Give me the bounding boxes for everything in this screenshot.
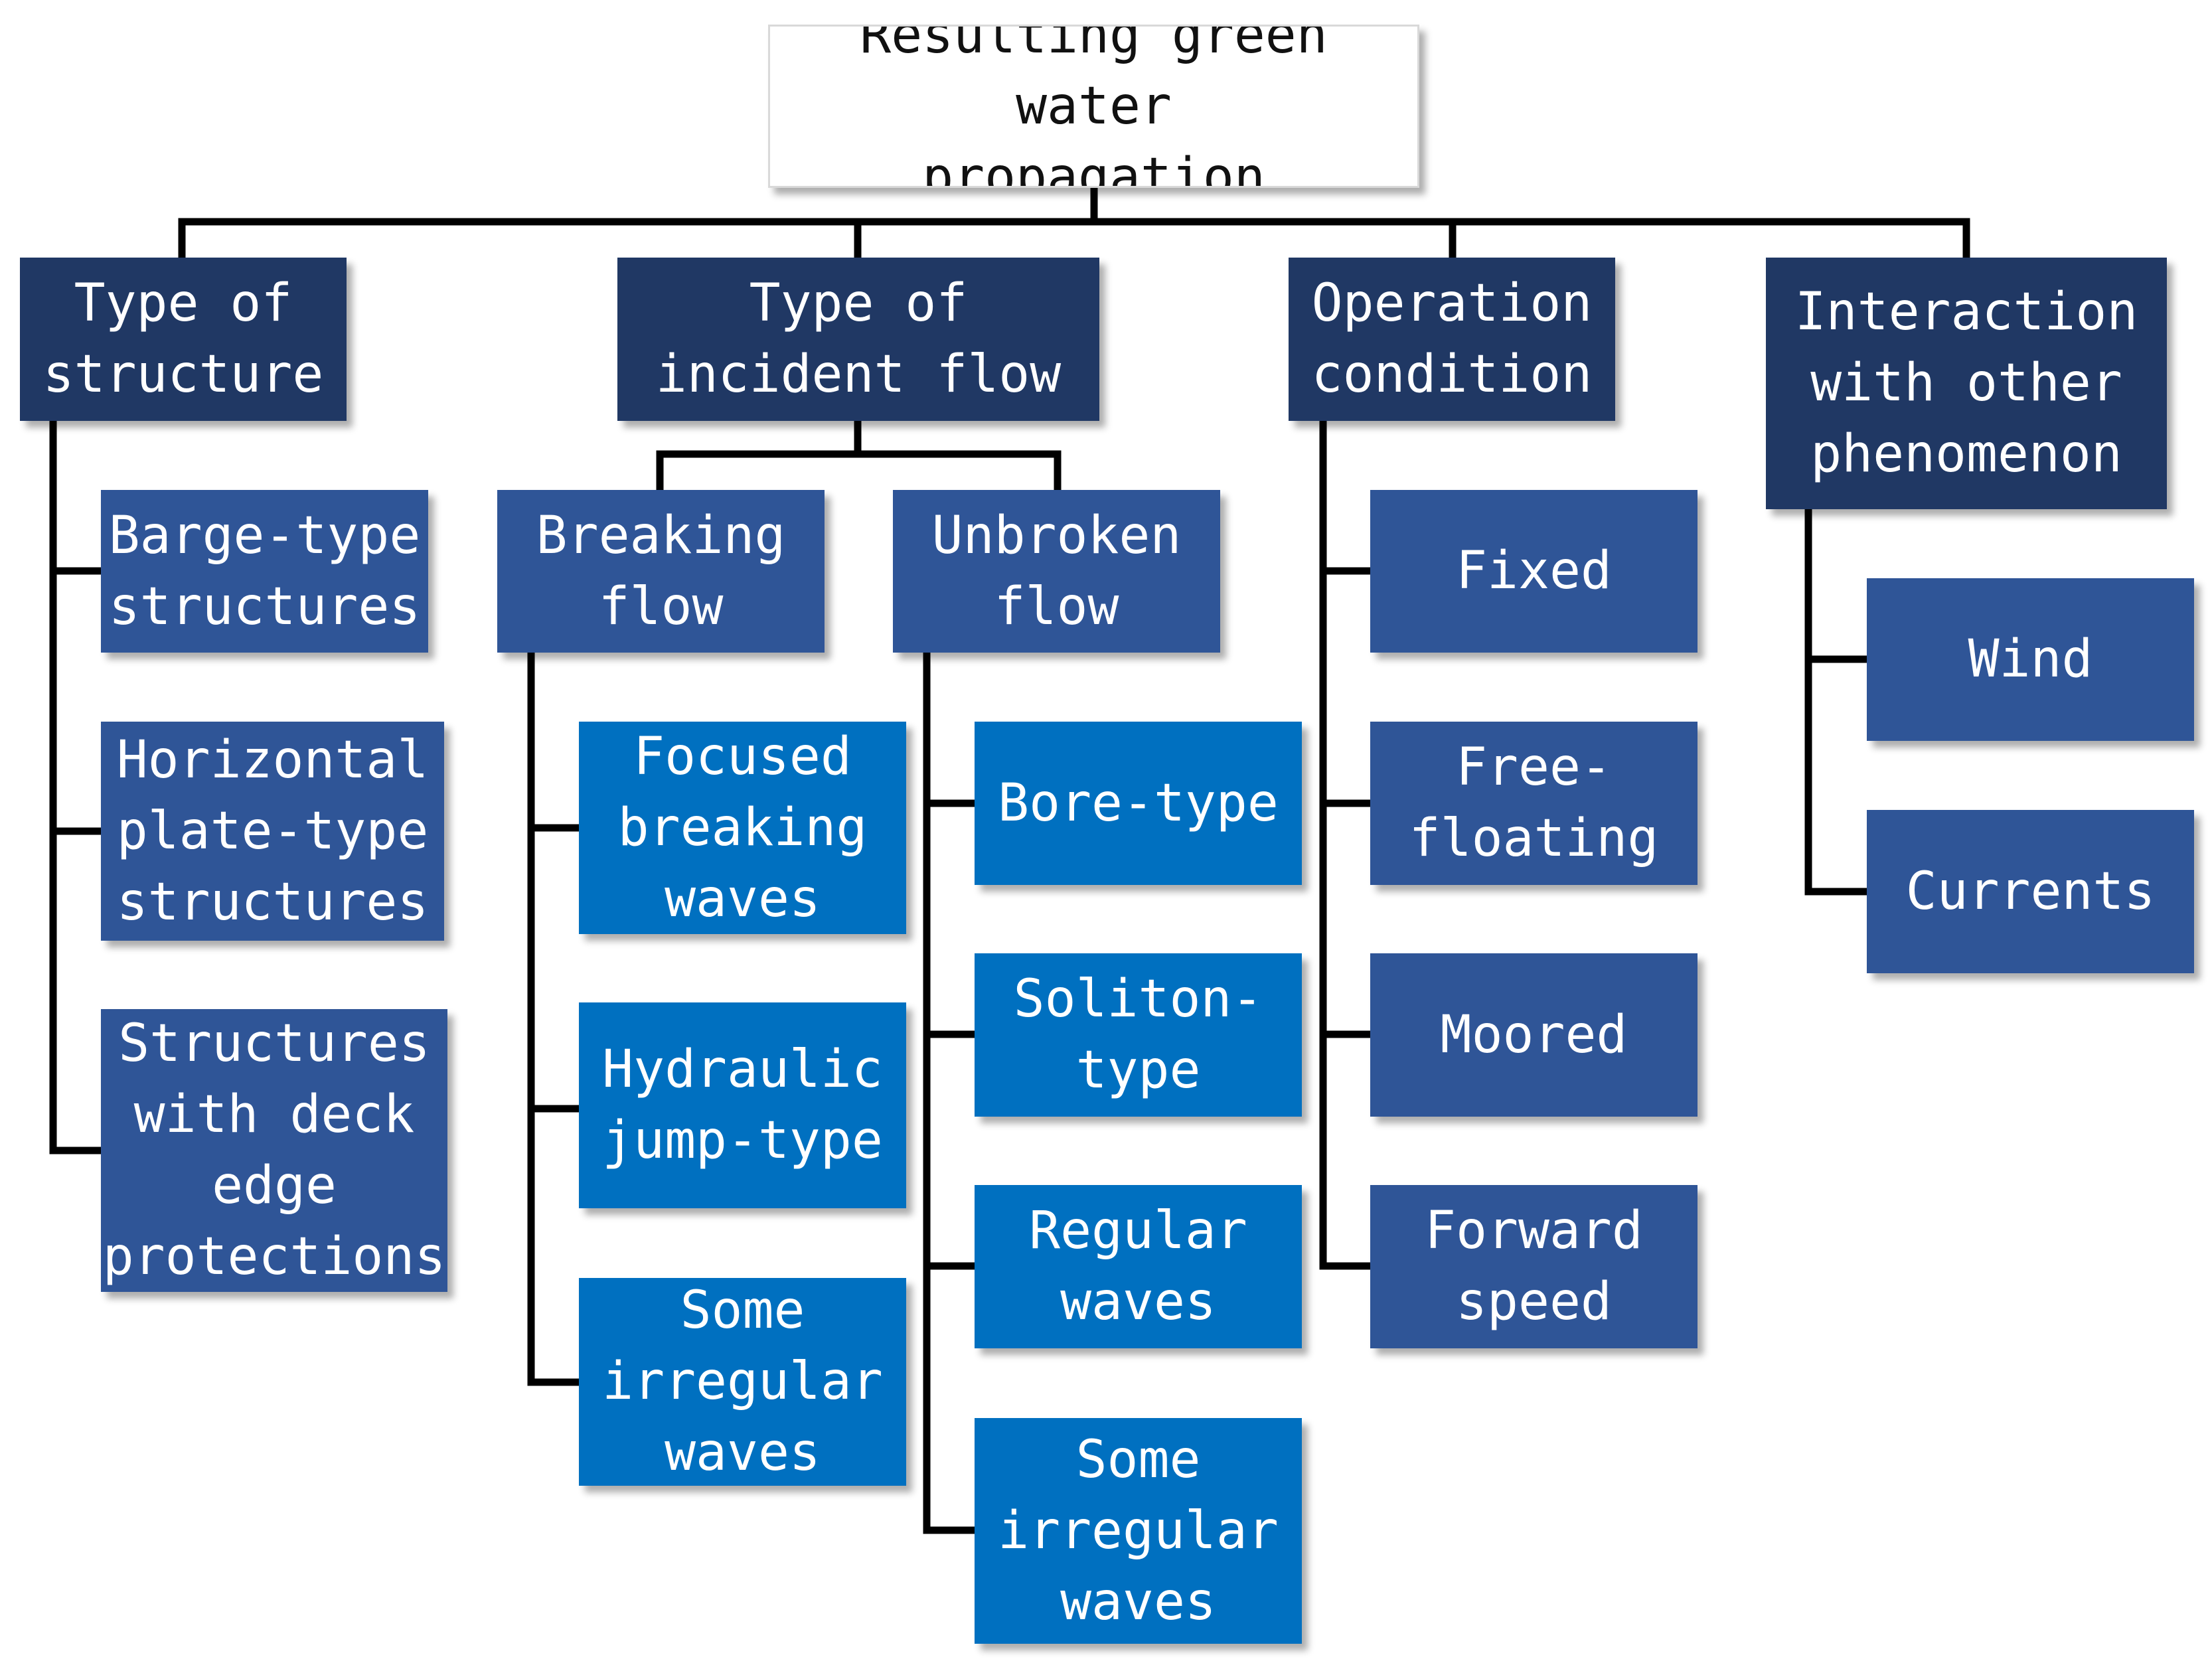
item-horizontal-plate-type-structures: Horizontal plate-type structures: [101, 722, 444, 941]
item-wind: Wind: [1867, 578, 2194, 741]
leaf-bore-type: Bore-type: [975, 722, 1302, 885]
category-type-of-incident-flow: Type of incident flow: [617, 258, 1099, 421]
leaf-breaking-some-irregular-waves: Some irregular waves: [579, 1278, 906, 1486]
category-interaction-with-other-phenomenon: Interaction with other phenomenon: [1766, 258, 2167, 509]
category-type-of-structure: Type of structure: [20, 258, 347, 421]
leaf-hydraulic-jump-type: Hydraulic jump-type: [579, 1002, 906, 1208]
item-free-floating: Free- floating: [1370, 722, 1698, 885]
item-barge-type-structures: Barge-type structures: [101, 490, 428, 653]
root-node: Resulting green water propagation: [768, 25, 1419, 188]
item-currents: Currents: [1867, 810, 2194, 973]
subgroup-unbroken-flow: Unbroken flow: [893, 490, 1220, 653]
item-fixed: Fixed: [1370, 490, 1698, 653]
item-structures-with-deck-edge-protections: Structures with deck edge protections: [101, 1009, 447, 1292]
item-moored: Moored: [1370, 953, 1698, 1117]
category-operation-condition: Operation condition: [1289, 258, 1615, 421]
item-forward-speed: Forward speed: [1370, 1185, 1698, 1348]
leaf-regular-waves: Regular waves: [975, 1185, 1302, 1348]
leaf-soliton-type: Soliton- type: [975, 953, 1302, 1117]
subgroup-breaking-flow: Breaking flow: [497, 490, 825, 653]
leaf-focused-breaking-waves: Focused breaking waves: [579, 722, 906, 934]
leaf-unbroken-some-irregular-waves: Some irregular waves: [975, 1418, 1302, 1644]
